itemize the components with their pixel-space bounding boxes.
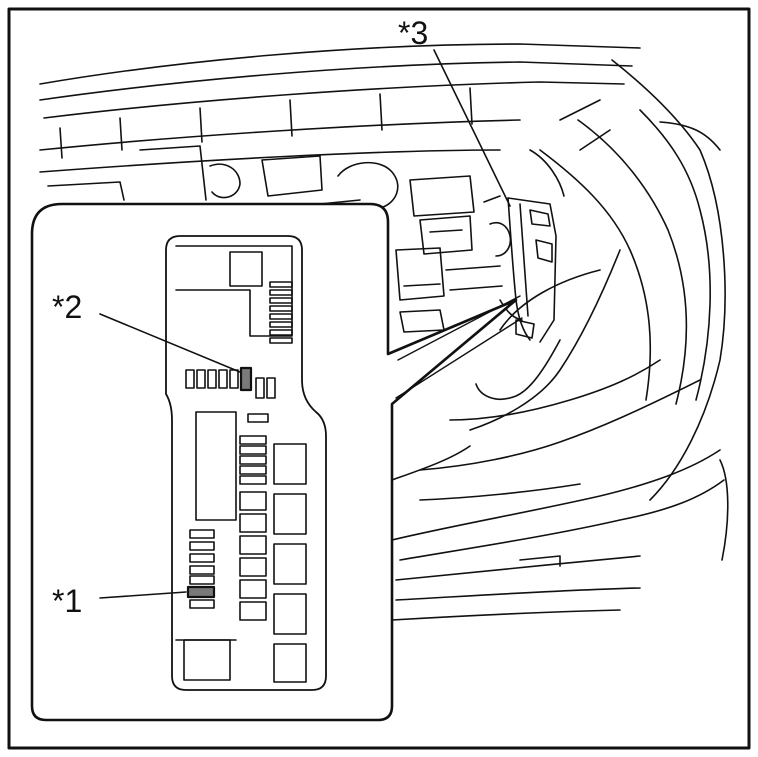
inset-connector-line bbox=[397, 295, 521, 361]
callout-1-label: *1 bbox=[52, 583, 82, 619]
engine-bay-drawing bbox=[39, 43, 729, 621]
callout-2-label: *2 bbox=[52, 289, 82, 325]
callout-3-label: *3 bbox=[398, 15, 428, 51]
fuse-2-highlight bbox=[239, 366, 253, 392]
fuse-1-highlight bbox=[186, 585, 216, 599]
callout-1-leader bbox=[99, 591, 187, 599]
callout-2-leader bbox=[99, 313, 241, 373]
inset-connector-line-2 bbox=[395, 317, 523, 399]
fuse-box bbox=[165, 235, 327, 691]
callout-3-leader bbox=[433, 49, 511, 207]
junction-block-drawing bbox=[489, 197, 557, 343]
outer-frame bbox=[7, 7, 751, 750]
